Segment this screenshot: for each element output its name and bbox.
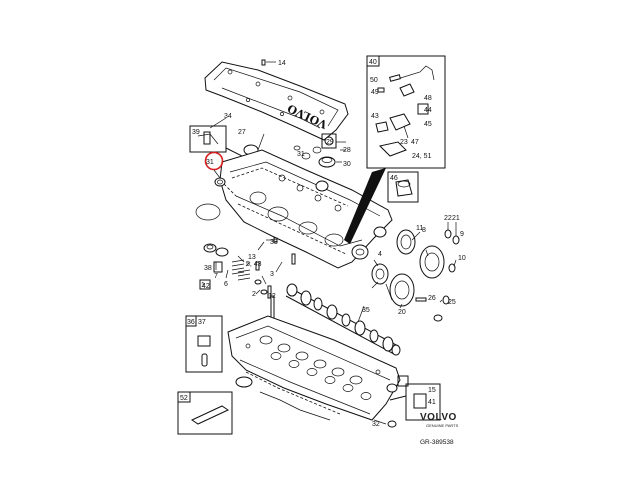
part-label: 31: [206, 159, 214, 166]
part-label: 35: [362, 307, 370, 314]
part-label: 30: [343, 161, 351, 168]
box-label: 40: [369, 59, 377, 66]
part-label: 34: [224, 113, 232, 120]
part-label: 20: [398, 309, 406, 316]
part-label: 5, 43: [246, 261, 262, 268]
part-label: 23: [400, 139, 408, 146]
part-label: 12: [268, 293, 276, 300]
part-label: 4: [378, 251, 382, 258]
part-label: 47: [411, 139, 419, 146]
box-40: [366, 55, 446, 169]
part-label: 32: [372, 421, 380, 428]
box-label: 1: [201, 282, 205, 289]
part-label: 39: [192, 129, 200, 136]
part-label: 13: [248, 254, 256, 261]
cylinder-head: [227, 315, 401, 421]
brand-logo: VOLVO: [420, 412, 457, 423]
part-label: 37: [198, 319, 206, 326]
part-label: 26: [428, 295, 436, 302]
part-label: 8: [422, 227, 426, 234]
part-label: 10: [458, 255, 466, 262]
camshaft: [285, 283, 401, 356]
box-label: 42: [202, 283, 210, 290]
box-52: [177, 391, 233, 435]
part-label: 6: [224, 281, 228, 288]
part-label: 45: [424, 121, 432, 128]
box-36-37: [185, 315, 223, 373]
part-label: 28: [343, 147, 351, 154]
box-label: 52: [180, 395, 188, 402]
part-label: 11: [416, 225, 423, 232]
valve-small-parts: [199, 237, 296, 299]
seal-31-left: [195, 177, 237, 221]
part-label: 22: [444, 215, 452, 222]
part-label: 41: [428, 399, 436, 406]
highlight-ring: [204, 151, 224, 171]
part-label: 33: [270, 239, 278, 246]
part-label: 50: [370, 77, 378, 84]
part-label: 25: [448, 299, 456, 306]
part-label: 9: [460, 231, 464, 238]
box-label: 36: [187, 319, 195, 326]
part-number-labels: 14 34 39 27 29 28 30 31 31 40 50 49 48 4…: [180, 59, 466, 428]
part-label: 3: [270, 271, 274, 278]
box-1-41: [389, 375, 441, 421]
bolt-14-group: [261, 59, 276, 66]
part-label: 29: [326, 139, 334, 146]
pointer-arrow-40: [344, 168, 386, 244]
part-label: 2: [252, 291, 256, 298]
small-parts-upper: [243, 133, 337, 168]
diagram-reference: GR-389538: [420, 439, 454, 446]
part-label: 44: [424, 107, 432, 114]
timing-gears: [371, 229, 460, 322]
plug-32: [387, 420, 397, 428]
part-label: 43: [371, 113, 379, 120]
part-label: 7: [214, 273, 218, 280]
part-label: 38: [204, 265, 212, 272]
box-label: 46: [390, 175, 398, 182]
part-label: 48: [424, 95, 432, 102]
part-label: 14: [278, 60, 286, 67]
part-label: 15: [428, 387, 436, 394]
part-label: 21: [452, 215, 460, 222]
leader-lines: [213, 133, 457, 425]
brand-block: VOLVO GENUINE PARTS GR-389538: [420, 412, 459, 446]
part-label: 31: [297, 151, 305, 158]
brand-subtitle: GENUINE PARTS: [426, 423, 459, 428]
cap-44: [387, 171, 419, 203]
part-label: 24, 51: [412, 153, 432, 160]
part-label: 49: [371, 89, 379, 96]
part-label: 27: [238, 129, 246, 136]
